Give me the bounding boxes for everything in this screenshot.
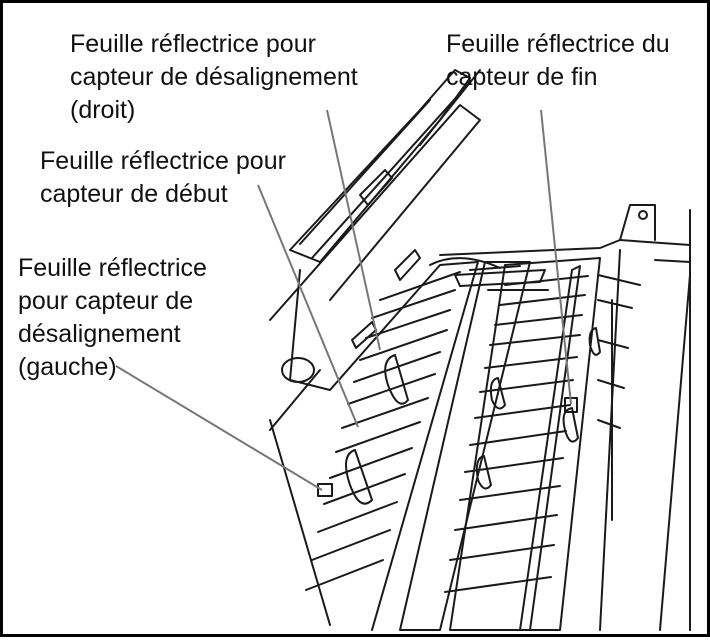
center-guide — [399, 261, 531, 631]
label-line: capteur de désalignement — [70, 63, 358, 91]
label-line: (gauche) — [18, 353, 117, 381]
upper-cover-inner-1 — [299, 99, 431, 245]
right-plate-outline — [449, 257, 601, 631]
label-end-sensor: Feuille réflectrice du capteur de fin — [446, 28, 670, 94]
left-skew-sensor-sheet — [317, 483, 333, 497]
leader-start-sensor — [257, 184, 359, 428]
right-rail — [519, 265, 581, 631]
label-line: Feuille réflectrice du — [446, 30, 670, 58]
upper-cover-body — [269, 104, 481, 321]
cover-ridge — [419, 69, 481, 146]
cover-slot-1 — [359, 169, 393, 206]
back-plate-curve — [429, 257, 501, 269]
label-line: (droit) — [70, 96, 136, 124]
bracket-hole — [638, 210, 648, 220]
left-plate-side — [269, 419, 331, 626]
leader-end-sensor — [540, 109, 572, 405]
leader-skew-left — [115, 365, 323, 491]
left-roller-lower — [345, 449, 373, 505]
right-inner-wall — [659, 274, 691, 631]
left-roller-upper — [384, 354, 409, 405]
right-wall — [654, 259, 691, 631]
label-line: capteur de début — [40, 180, 228, 208]
label-skew-sensor-left: Feuille réflectrice pour capteur de désa… — [18, 252, 207, 384]
left-plate-lip — [269, 369, 321, 431]
right-bracket — [619, 204, 656, 241]
label-skew-sensor-right: Feuille réflectrice pour capteur de désa… — [70, 28, 358, 127]
cover-knob — [281, 357, 315, 383]
label-start-sensor: Feuille réflectrice pour capteur de débu… — [40, 145, 286, 211]
leader-skew-right — [326, 109, 381, 351]
machine-linework — [269, 69, 691, 631]
left-plate-outline — [329, 261, 479, 631]
upper-cover-inner-2 — [311, 81, 471, 259]
base-top-edge — [439, 239, 691, 256]
cover-slot-2 — [394, 249, 421, 281]
label-line: désalignement — [18, 320, 181, 348]
label-line: Feuille réflectrice pour — [70, 30, 316, 58]
label-line: Feuille réflectrice pour — [40, 147, 286, 175]
leader-lines — [115, 109, 572, 491]
label-line: pour capteur de — [18, 287, 194, 315]
cover-side — [289, 269, 331, 391]
back-plate — [454, 269, 546, 287]
label-line: capteur de fin — [446, 63, 598, 91]
label-line: Feuille réflectrice — [18, 254, 207, 282]
right-guide-edge — [599, 249, 621, 631]
right-roller-lower — [562, 407, 579, 443]
